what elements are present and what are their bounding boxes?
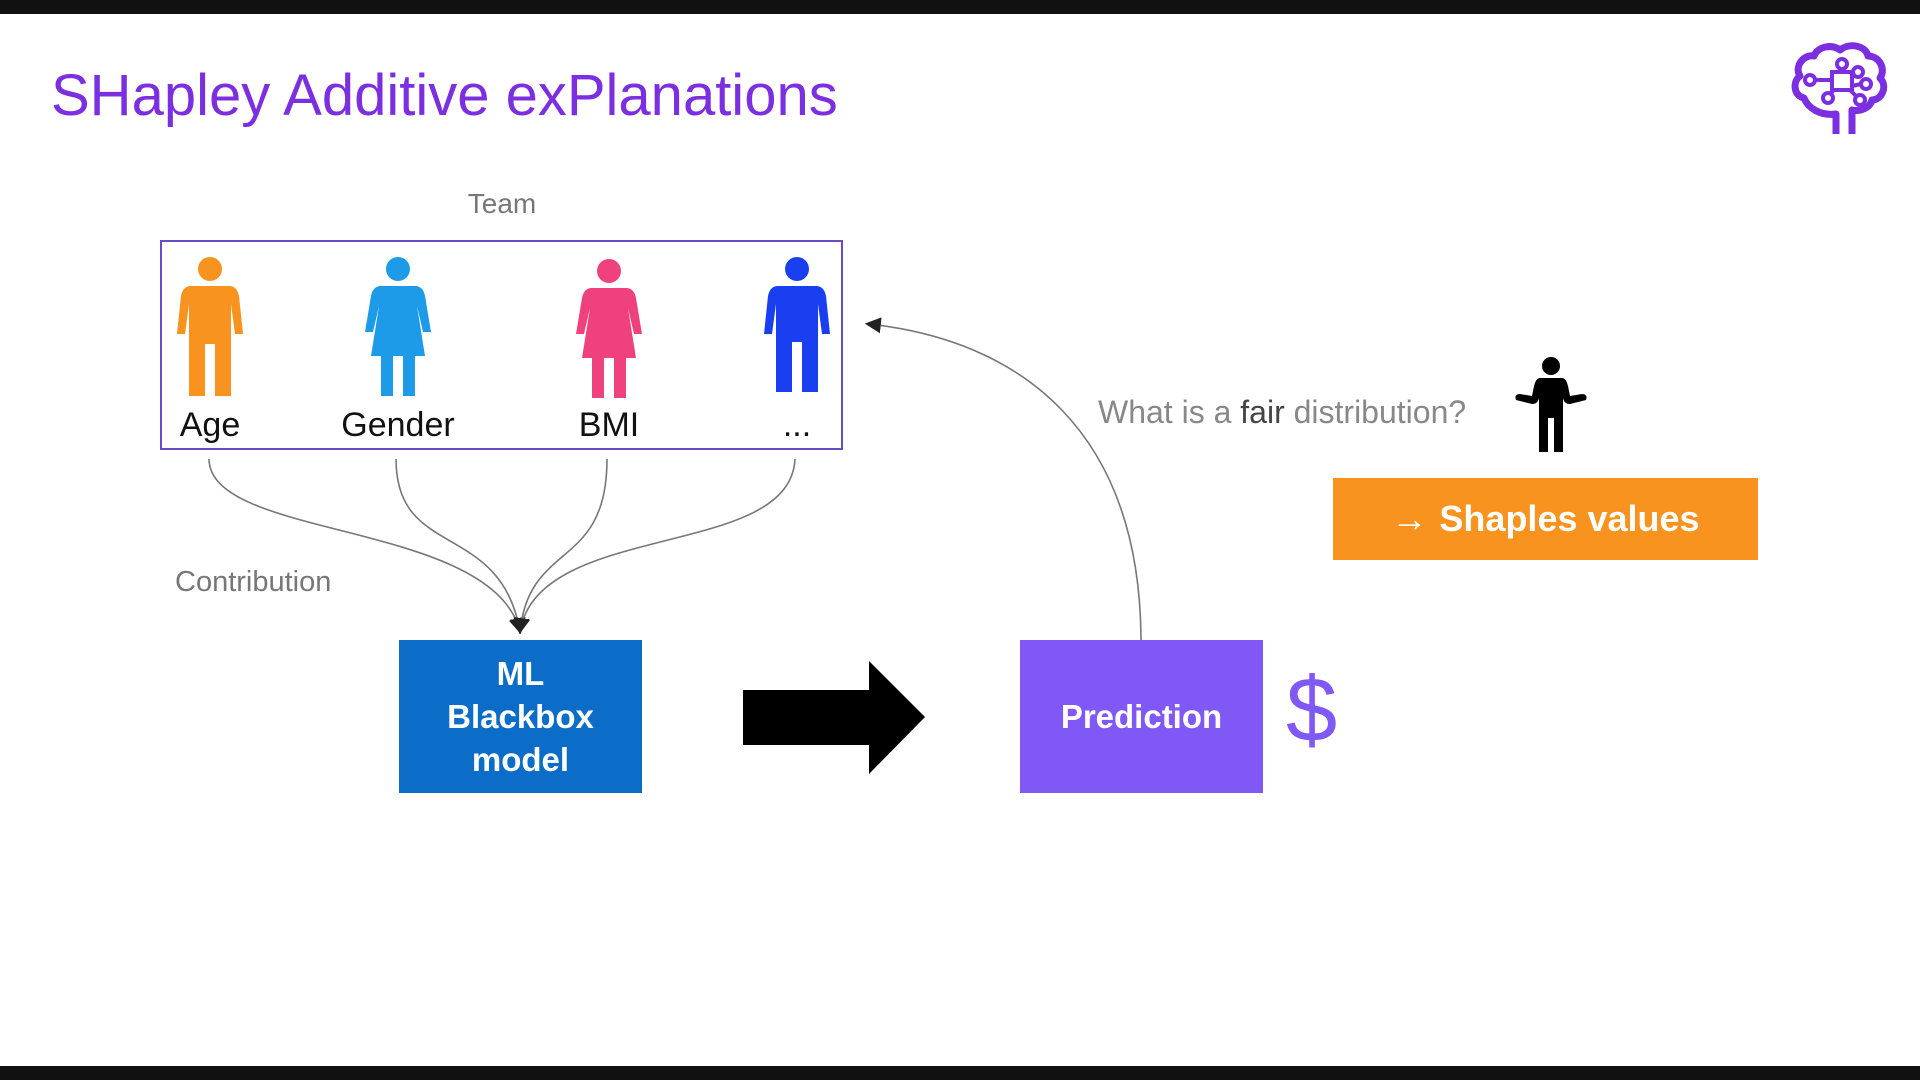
member-label: Gender [341,406,455,444]
arrow-right-icon: → [1391,498,1428,539]
prediction-box: Prediction [1020,640,1263,793]
question-text: What is a [1098,394,1241,430]
big-arrow-icon [743,661,925,774]
bottom-letterbox [0,1066,1920,1080]
team-box: Age Gender BMI ... [160,240,843,450]
team-label: Team [467,188,537,219]
team-member-gender: Gender [318,256,478,445]
contribution-curve-more [514,458,796,635]
member-label: BMI [578,406,640,444]
team-member-bmi: BMI [529,256,689,445]
question-emphasis: fair [1240,394,1285,430]
contribution-curve-gender [395,458,526,635]
person-icon [177,257,243,396]
person-icon [764,257,830,392]
person-icon [576,259,642,398]
dollar-symbol: $ [1286,659,1338,761]
top-letterbox [0,0,1920,14]
shapley-values-label: Shaples values [1439,498,1700,539]
contribution-curve-age [208,458,525,635]
contribution-curve-bmi [513,458,608,635]
feedback-curve [864,317,1142,641]
brain-circuit-icon [1791,42,1888,134]
member-label: ... [782,406,812,444]
team-member-age: Age [130,256,290,445]
slide-title: SHapley Additive exPlanations [51,63,838,128]
model-line: Blackbox [447,698,594,735]
fair-distribution-question: What is a fair distribution? [1098,394,1466,431]
model-line: model [471,741,570,778]
question-text: distribution? [1284,394,1467,430]
shapley-values-box: → Shaples values [1333,478,1758,560]
model-line: ML [496,655,545,692]
ml-blackbox-model-box: ML Blackbox model [399,640,642,793]
shrugging-person-icon [1515,357,1587,452]
member-label: Age [179,406,241,444]
team-member-more: ... [717,256,877,445]
contribution-label: Contribution [175,566,332,598]
person-icon [365,257,431,396]
